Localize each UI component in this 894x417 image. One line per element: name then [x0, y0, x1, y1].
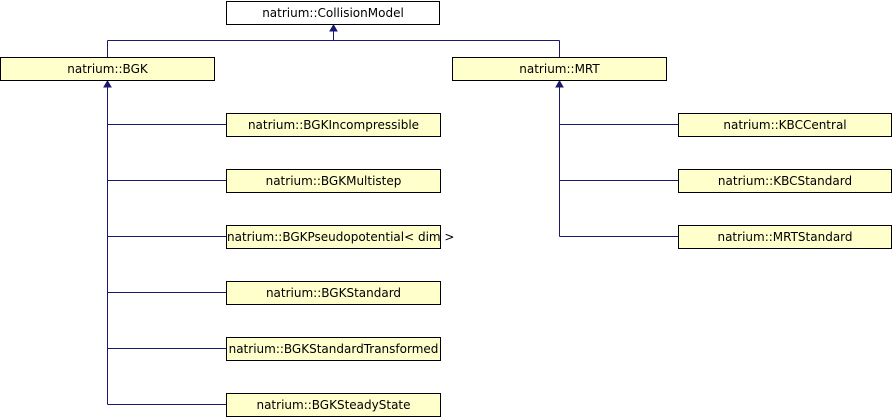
class-node-bgk[interactable]: natrium::BGK: [0, 57, 215, 81]
class-node-bgk-incompressible[interactable]: natrium::BGKIncompressible: [226, 113, 441, 137]
class-node-bgk-steady-state[interactable]: natrium::BGKSteadyState: [226, 393, 441, 417]
class-node-kbc-standard[interactable]: natrium::KBCStandard: [678, 169, 892, 193]
class-node-bgk-pseudopotential[interactable]: natrium::BGKPseudopotential< dim >: [226, 225, 454, 249]
class-node-bgk-standard[interactable]: natrium::BGKStandard: [226, 281, 441, 305]
class-node-collision-model[interactable]: natrium::CollisionModel: [226, 1, 440, 25]
arrow-root: [329, 24, 338, 32]
arrow-bgk: [103, 80, 112, 88]
arrow-mrt: [555, 80, 564, 88]
class-node-kbc-central[interactable]: natrium::KBCCentral: [678, 113, 892, 137]
class-node-mrt-standard[interactable]: natrium::MRTStandard: [678, 225, 892, 249]
class-node-bgk-standard-transformed[interactable]: natrium::BGKStandardTransformed: [226, 337, 441, 361]
class-node-bgk-multistep[interactable]: natrium::BGKMultistep: [226, 169, 441, 193]
class-node-mrt[interactable]: natrium::MRT: [452, 57, 667, 81]
